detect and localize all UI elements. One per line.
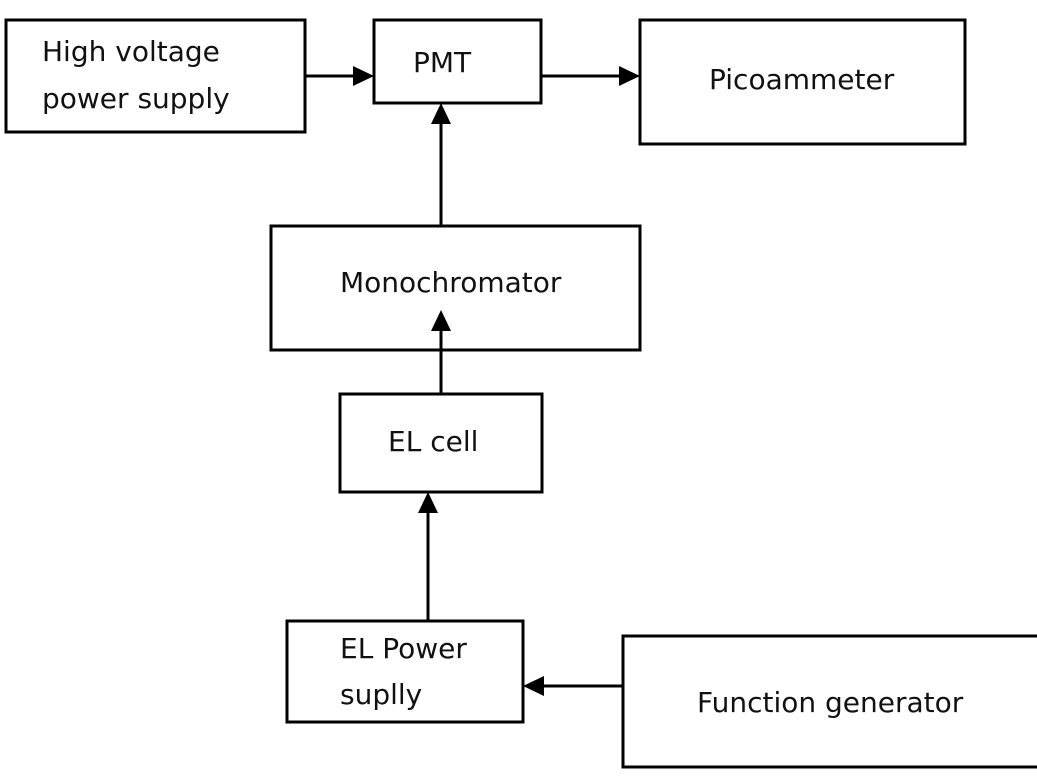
hv-supply-label-line2: power supply xyxy=(42,82,230,115)
pmt-label: PMT xyxy=(413,46,472,79)
arrowhead-elpower-to-elcell xyxy=(418,492,438,513)
monochromator-box xyxy=(269,224,642,352)
monochromator-label: Monochromator xyxy=(340,266,562,299)
hv-supply-label-line1: High voltage xyxy=(42,35,220,68)
function-generator-label: Function generator xyxy=(697,686,964,719)
pmt-box xyxy=(372,18,543,105)
arrowhead-pmt-to-picoammeter xyxy=(619,66,640,86)
el-power-supply-box xyxy=(285,619,525,724)
el-power-label-line1: EL Power xyxy=(340,632,467,665)
el-power-label-line2: suplly xyxy=(340,678,422,711)
arrowhead-monochromator-to-pmt xyxy=(431,103,451,124)
el-cell-label: EL cell xyxy=(388,425,478,458)
arrowhead-elcell-to-monochromator xyxy=(431,310,451,331)
picoammeter-box xyxy=(638,18,967,146)
arrowhead-hv-to-pmt xyxy=(353,66,374,86)
el-cell-box xyxy=(338,392,544,494)
arrowhead-funcgen-to-elpower xyxy=(523,676,544,696)
picoammeter-label: Picoammeter xyxy=(709,63,895,96)
hv-supply-box xyxy=(4,18,307,134)
function-generator-box xyxy=(621,634,1037,769)
